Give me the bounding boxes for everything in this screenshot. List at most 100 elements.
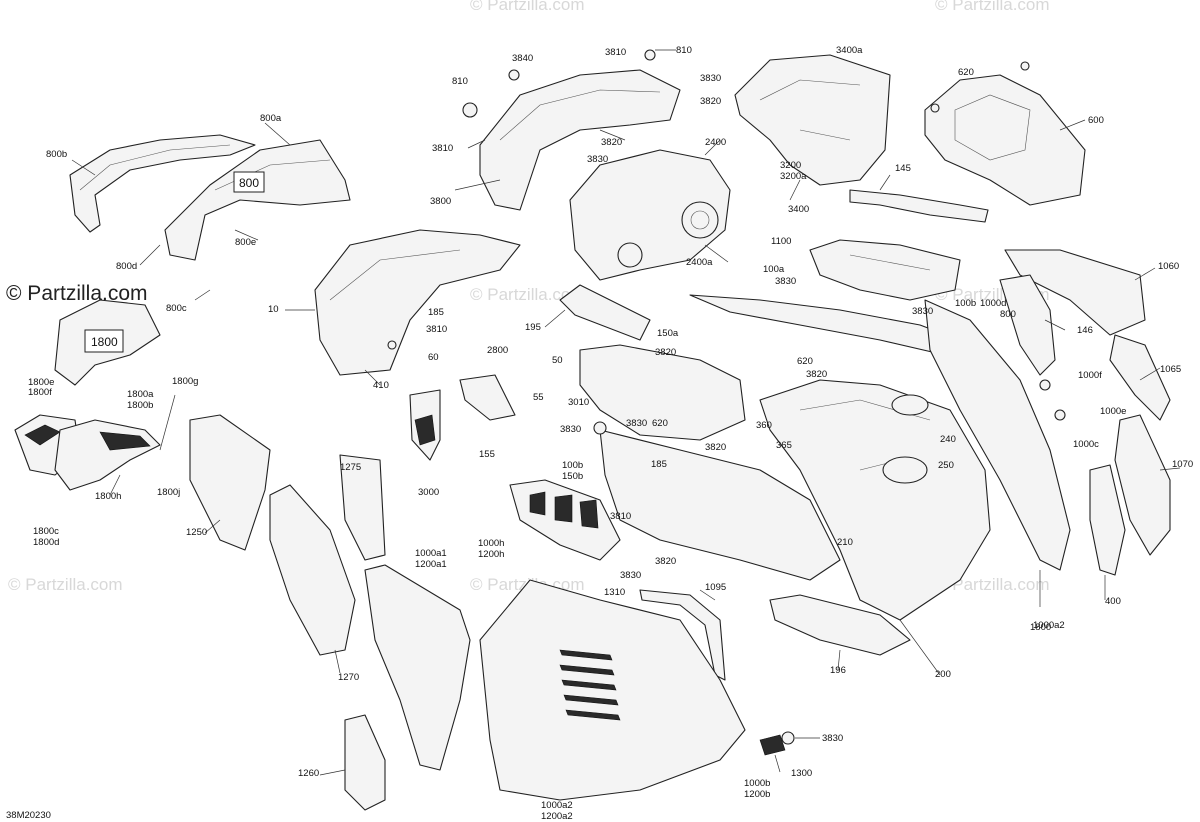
callout: 410 bbox=[373, 380, 389, 391]
watermark: © Partzilla.com bbox=[470, 0, 585, 14]
callout-labels: 3840 3810 810 3400a 620 810 3830 3820 80… bbox=[28, 45, 1193, 822]
callout: 1000b bbox=[744, 778, 770, 789]
callout: 100b bbox=[955, 298, 976, 309]
callout: 1000a1 bbox=[415, 548, 447, 559]
callout: 1060 bbox=[1158, 261, 1179, 272]
callout: 3840 bbox=[512, 53, 533, 64]
callout: 3010 bbox=[568, 397, 589, 408]
callout: 210 bbox=[837, 537, 853, 548]
callout: 60 bbox=[428, 352, 439, 363]
callout: 1000c bbox=[1073, 439, 1099, 450]
callout: 150a bbox=[657, 328, 679, 339]
callout: 3810 bbox=[610, 511, 631, 522]
callout: 1800h bbox=[95, 491, 121, 502]
callout: 1800b bbox=[127, 400, 153, 411]
callout: 3830 bbox=[700, 73, 721, 84]
callout: 3000 bbox=[418, 487, 439, 498]
callout: 1000e bbox=[1100, 406, 1126, 417]
watermark: © Partzilla.com bbox=[935, 575, 1050, 594]
callout: 100a bbox=[763, 264, 785, 275]
callout: 1310 bbox=[604, 587, 625, 598]
callout: 3820 bbox=[601, 137, 622, 148]
callout: 250 bbox=[938, 460, 954, 471]
callout: 1000a2 bbox=[541, 800, 573, 811]
callout: 196 bbox=[830, 665, 846, 676]
callout: 365 bbox=[776, 440, 792, 451]
callout: 1800e bbox=[28, 377, 54, 388]
callout: 1800f bbox=[28, 387, 52, 398]
callout: 1000a2 bbox=[1033, 620, 1065, 631]
callout: 1800g bbox=[172, 376, 198, 387]
watermark: © Partzilla.com bbox=[8, 575, 123, 594]
callout: 1260 bbox=[298, 768, 319, 779]
callout: 800e bbox=[235, 237, 256, 248]
callout: 185 bbox=[428, 307, 444, 318]
callout: 800a bbox=[260, 113, 282, 124]
callout: 145 bbox=[895, 163, 911, 174]
callout: 1800d bbox=[33, 537, 59, 548]
callout: 155 bbox=[479, 449, 495, 460]
callout: 3810 bbox=[432, 143, 453, 154]
diagram-reference-code: 38M20230 bbox=[6, 810, 51, 821]
callout: 146 bbox=[1077, 325, 1093, 336]
callout: 3810 bbox=[605, 47, 626, 58]
callout: 620 bbox=[652, 418, 668, 429]
callout: 3810 bbox=[426, 324, 447, 335]
callout: 1800 bbox=[1030, 622, 1051, 633]
leader-lines bbox=[71, 49, 1181, 776]
callout: 3830 bbox=[775, 276, 796, 287]
callout: 1300 bbox=[791, 768, 812, 779]
callout: 1065 bbox=[1160, 364, 1181, 375]
watermark: © Partzilla.com bbox=[935, 0, 1050, 14]
callout: 800b bbox=[46, 149, 67, 160]
callout: 240 bbox=[940, 434, 956, 445]
callout: 2400a bbox=[686, 257, 713, 268]
callout: 1000d bbox=[980, 298, 1006, 309]
callout: 3830 bbox=[912, 306, 933, 317]
callout-box-800 bbox=[233, 171, 265, 193]
callout: 800d bbox=[116, 261, 137, 272]
callout: 620 bbox=[958, 67, 974, 78]
callout: 800c bbox=[166, 303, 187, 314]
callout: 185 bbox=[651, 459, 667, 470]
callout: 55 bbox=[533, 392, 544, 403]
callout: 620 bbox=[797, 356, 813, 367]
callout: 1800a bbox=[127, 389, 154, 400]
callout: 3200 bbox=[780, 160, 801, 171]
part-drawings bbox=[14, 49, 1171, 811]
callout-box-1800 bbox=[84, 329, 124, 353]
callout: 3820 bbox=[655, 556, 676, 567]
callout: 3820 bbox=[700, 96, 721, 107]
callout: 3830 bbox=[560, 424, 581, 435]
callout: 1095 bbox=[705, 582, 726, 593]
callout: 1000f bbox=[1078, 370, 1102, 381]
callout: 1200h bbox=[478, 549, 504, 560]
callout: 1200a1 bbox=[415, 559, 447, 570]
callout: 1100 bbox=[771, 236, 791, 247]
callout: 3820 bbox=[655, 347, 676, 358]
callout: 400 bbox=[1105, 596, 1121, 607]
callout-boxed: 1800 bbox=[91, 335, 118, 349]
callout: 800 bbox=[1000, 309, 1016, 320]
callout: 1800c bbox=[33, 526, 59, 537]
callout: 810 bbox=[676, 45, 692, 56]
callout: 3820 bbox=[806, 369, 827, 380]
callout: 10 bbox=[268, 304, 279, 315]
callout: 200 bbox=[935, 669, 951, 680]
callout: 3820 bbox=[705, 442, 726, 453]
callout: 3830 bbox=[626, 418, 647, 429]
brand-logo-text: © Partzilla.com bbox=[6, 282, 148, 305]
callout: 3400 bbox=[788, 204, 809, 215]
callout: 150b bbox=[562, 471, 583, 482]
callout: 3200a bbox=[780, 171, 807, 182]
callout: 1275 bbox=[340, 462, 361, 473]
callout: 100b bbox=[562, 460, 583, 471]
callout: 3830 bbox=[822, 733, 843, 744]
callout-boxed: 800 bbox=[239, 176, 259, 190]
callout: 2400 bbox=[705, 137, 726, 148]
callout: 3830 bbox=[620, 570, 641, 581]
callout: 360 bbox=[756, 420, 772, 431]
callout: 1270 bbox=[338, 672, 359, 683]
watermark: © Partzilla.com bbox=[470, 285, 585, 304]
